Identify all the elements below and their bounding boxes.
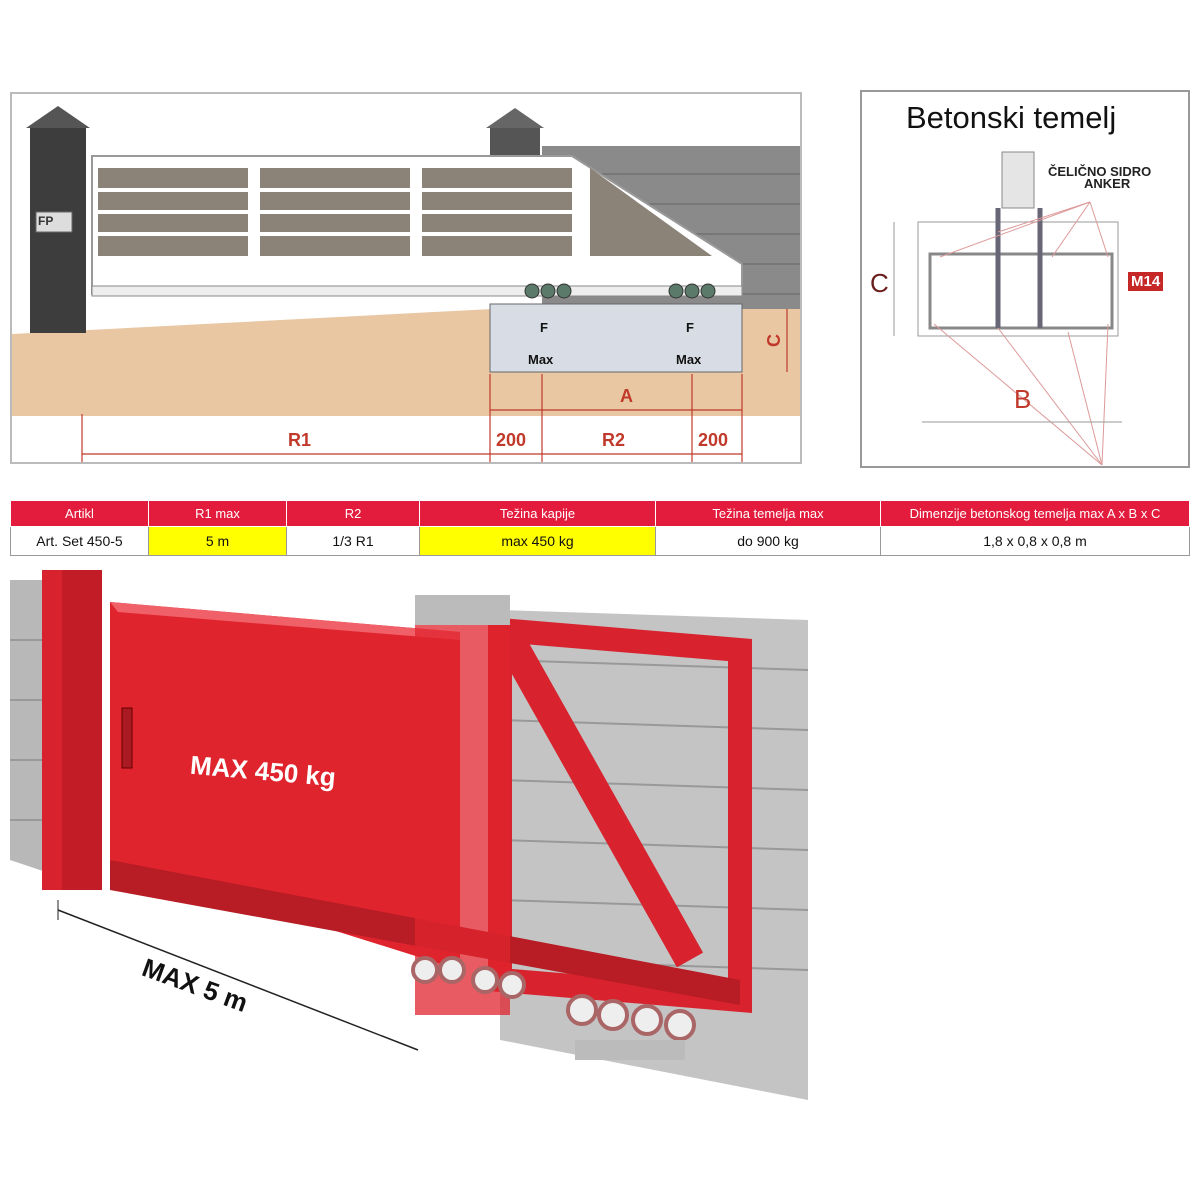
anchor-label-2: ANKER bbox=[1084, 176, 1131, 191]
force-label-left: F bbox=[540, 320, 548, 335]
spec-table: Artikl R1 max R2 Težina kapije Težina te… bbox=[10, 500, 1190, 556]
dim-200-left: 200 bbox=[496, 430, 527, 450]
dim-c: C bbox=[870, 268, 889, 298]
max-label-right: Max bbox=[676, 352, 702, 367]
dim-200-right: 200 bbox=[698, 430, 729, 450]
foundation-title: Betonski temelj bbox=[906, 100, 1117, 135]
brand-plate: FP bbox=[38, 214, 54, 228]
table-header-row: Artikl R1 max R2 Težina kapije Težina te… bbox=[10, 500, 1190, 527]
dim-a: A bbox=[620, 386, 633, 406]
bolt-badge: M14 bbox=[1128, 272, 1164, 291]
col-header: Dimenzije betonskog temelja max A x B x … bbox=[880, 500, 1190, 527]
cell: 5 m bbox=[148, 526, 287, 556]
foundation-drawing bbox=[893, 151, 1122, 466]
gate-layout-diagram: FP F Max F Max C A R1 200 R2 200 bbox=[10, 92, 802, 464]
cell: max 450 kg bbox=[419, 526, 656, 556]
dim-c: C bbox=[764, 334, 784, 347]
cell: Art. Set 450-5 bbox=[10, 526, 149, 556]
gate-illustration: MAX 450 kg MAX 5 m bbox=[0, 560, 820, 1110]
cell: 1/3 R1 bbox=[286, 526, 420, 556]
dim-r1: R1 bbox=[288, 430, 312, 450]
col-header: R2 bbox=[286, 500, 420, 527]
cell: 1,8 x 0,8 x 0,8 m bbox=[880, 526, 1190, 556]
force-label-right: F bbox=[686, 320, 694, 335]
anchor-label: ČELIČNO SIDRO bbox=[1048, 164, 1152, 179]
gate-illustration-drawing bbox=[10, 570, 809, 1100]
gate-layout-drawing bbox=[12, 106, 800, 462]
dim-b: B bbox=[1014, 384, 1032, 414]
dim-r2: R2 bbox=[602, 430, 626, 450]
table-row: Art. Set 450-5 5 m 1/3 R1 max 450 kg do … bbox=[10, 526, 1190, 556]
col-header: Težina kapije bbox=[419, 500, 656, 527]
col-header: R1 max bbox=[148, 500, 287, 527]
cell: do 900 kg bbox=[655, 526, 881, 556]
max-label-left: Max bbox=[528, 352, 554, 367]
col-header: Artikl bbox=[10, 500, 149, 527]
foundation-diagram: Betonski temelj ČELIČNO SIDRO ANKER M14 … bbox=[860, 90, 1190, 468]
col-header: Težina temelja max bbox=[655, 500, 881, 527]
